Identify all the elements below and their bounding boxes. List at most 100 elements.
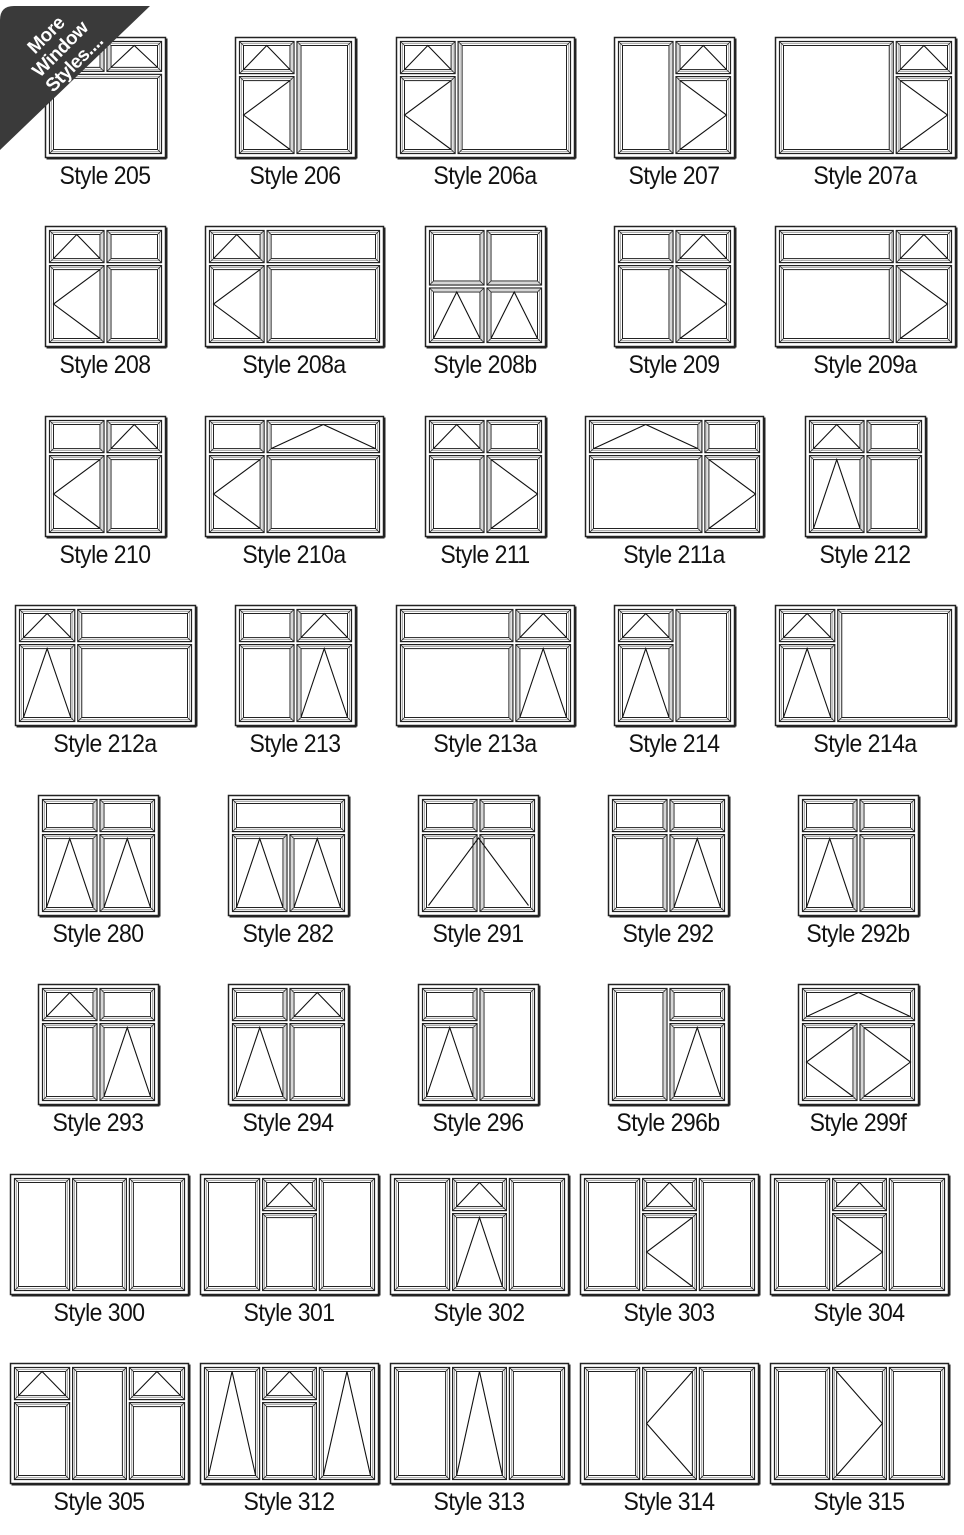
window-style-card[interactable]: Style 304 [769, 1173, 951, 1334]
window-diagram-icon [579, 1362, 761, 1486]
window-style-label: Style 207a [813, 162, 917, 190]
window-diagram-icon [774, 604, 958, 728]
window-style-card[interactable]: Style 213 [234, 604, 358, 765]
window-style-card[interactable]: Style 314 [579, 1362, 761, 1523]
window-diagram-icon [389, 1362, 571, 1486]
window-style-label: Style 293 [52, 1109, 144, 1137]
window-style-label: Style 301 [243, 1299, 335, 1327]
window-style-label: Style 210a [242, 541, 346, 569]
window-diagram-icon [37, 983, 161, 1107]
window-diagram-icon [769, 1362, 951, 1486]
window-diagram-icon [199, 1173, 381, 1297]
window-style-label: Style 205 [59, 162, 151, 190]
window-style-label: Style 296 [432, 1109, 524, 1137]
window-style-card[interactable]: Style 211a [584, 415, 766, 576]
window-style-card[interactable]: Style 280 [37, 794, 161, 955]
window-style-card[interactable]: Style 213a [395, 604, 577, 765]
window-style-label: Style 210 [59, 541, 151, 569]
more-window-styles-banner[interactable]: More Window Styles.... [0, 0, 160, 160]
window-diagram-icon [424, 225, 548, 349]
window-style-card[interactable]: Style 296b [607, 983, 731, 1144]
window-diagram-icon [607, 794, 731, 918]
window-style-label: Style 294 [242, 1109, 334, 1137]
window-style-label: Style 208a [242, 351, 346, 379]
window-style-card[interactable]: Style 211 [424, 415, 548, 576]
window-diagram-icon [9, 1173, 191, 1297]
window-style-card[interactable]: Style 292 [607, 794, 731, 955]
window-style-card[interactable]: Style 302 [389, 1173, 571, 1334]
window-style-label: Style 212 [819, 541, 911, 569]
window-style-card[interactable]: Style 292b [797, 794, 921, 955]
window-style-card[interactable]: Style 212 [804, 415, 928, 576]
window-style-card[interactable]: Style 206 [234, 36, 358, 197]
window-style-label: Style 214 [628, 730, 720, 758]
window-style-card[interactable]: Style 300 [9, 1173, 191, 1334]
window-style-label: Style 280 [52, 920, 144, 948]
window-diagram-icon [797, 983, 921, 1107]
window-diagram-icon [424, 415, 548, 539]
window-diagram-icon [204, 415, 386, 539]
window-style-label: Style 300 [53, 1299, 145, 1327]
window-style-label: Style 206 [249, 162, 341, 190]
window-style-card[interactable]: Style 301 [199, 1173, 381, 1334]
window-style-card[interactable]: Style 206a [395, 36, 577, 197]
window-style-label: Style 207 [628, 162, 720, 190]
window-diagram-icon [227, 983, 351, 1107]
window-diagram-icon [804, 415, 928, 539]
window-style-label: Style 214a [813, 730, 917, 758]
window-diagram-icon [44, 225, 168, 349]
window-diagram-icon [37, 794, 161, 918]
window-style-card[interactable]: Style 293 [37, 983, 161, 1144]
window-style-label: Style 305 [53, 1488, 145, 1516]
window-style-card[interactable]: Style 299f [797, 983, 921, 1144]
window-diagram-icon [395, 604, 577, 728]
window-style-label: Style 209 [628, 351, 720, 379]
window-style-card[interactable]: Style 207 [613, 36, 737, 197]
window-style-card[interactable]: Style 282 [227, 794, 351, 955]
window-style-card[interactable]: Style 313 [389, 1362, 571, 1523]
window-diagram-icon [227, 794, 351, 918]
window-style-card[interactable]: Style 208a [204, 225, 386, 386]
window-style-card[interactable]: Style 312 [199, 1362, 381, 1523]
window-style-label: Style 296b [616, 1109, 720, 1137]
window-style-card[interactable]: Style 291 [417, 794, 541, 955]
window-style-label: Style 212a [53, 730, 157, 758]
window-style-card[interactable]: Style 214 [613, 604, 737, 765]
window-style-card[interactable]: Style 315 [769, 1362, 951, 1523]
window-style-card[interactable]: Style 208b [424, 225, 548, 386]
window-diagram-icon [417, 794, 541, 918]
window-style-label: Style 312 [243, 1488, 335, 1516]
window-style-card[interactable]: Style 210 [44, 415, 168, 576]
window-style-card[interactable]: Style 214a [774, 604, 958, 765]
window-style-label: Style 211a [623, 541, 725, 569]
window-style-card[interactable]: Style 294 [227, 983, 351, 1144]
window-diagram-icon [204, 225, 386, 349]
window-diagram-icon [389, 1173, 571, 1297]
window-style-card[interactable]: Style 208 [44, 225, 168, 386]
window-diagram-icon [797, 794, 921, 918]
window-style-label: Style 208b [433, 351, 537, 379]
window-style-card[interactable]: Style 305 [9, 1362, 191, 1523]
window-style-label: Style 209a [813, 351, 917, 379]
window-diagram-icon [417, 983, 541, 1107]
window-style-label: Style 206a [433, 162, 537, 190]
window-style-card[interactable]: Style 207a [774, 36, 958, 197]
window-diagram-icon [234, 604, 358, 728]
window-diagram-icon [607, 983, 731, 1107]
window-style-card[interactable]: Style 303 [579, 1173, 761, 1334]
window-style-card[interactable]: Style 296 [417, 983, 541, 1144]
window-style-card[interactable]: Style 210a [204, 415, 386, 576]
window-style-card[interactable]: Style 209 [613, 225, 737, 386]
window-style-label: Style 292b [806, 920, 910, 948]
window-style-label: Style 292 [622, 920, 714, 948]
window-style-label: Style 213 [249, 730, 341, 758]
window-style-label: Style 314 [623, 1488, 715, 1516]
window-diagram-icon [769, 1173, 951, 1297]
window-style-card[interactable]: Style 212a [14, 604, 198, 765]
window-diagram-icon [613, 225, 737, 349]
window-diagram-icon [774, 36, 958, 160]
window-style-label: Style 302 [433, 1299, 525, 1327]
window-style-card[interactable]: Style 209a [774, 225, 958, 386]
window-diagram-icon [9, 1362, 191, 1486]
window-style-label: Style 315 [813, 1488, 905, 1516]
